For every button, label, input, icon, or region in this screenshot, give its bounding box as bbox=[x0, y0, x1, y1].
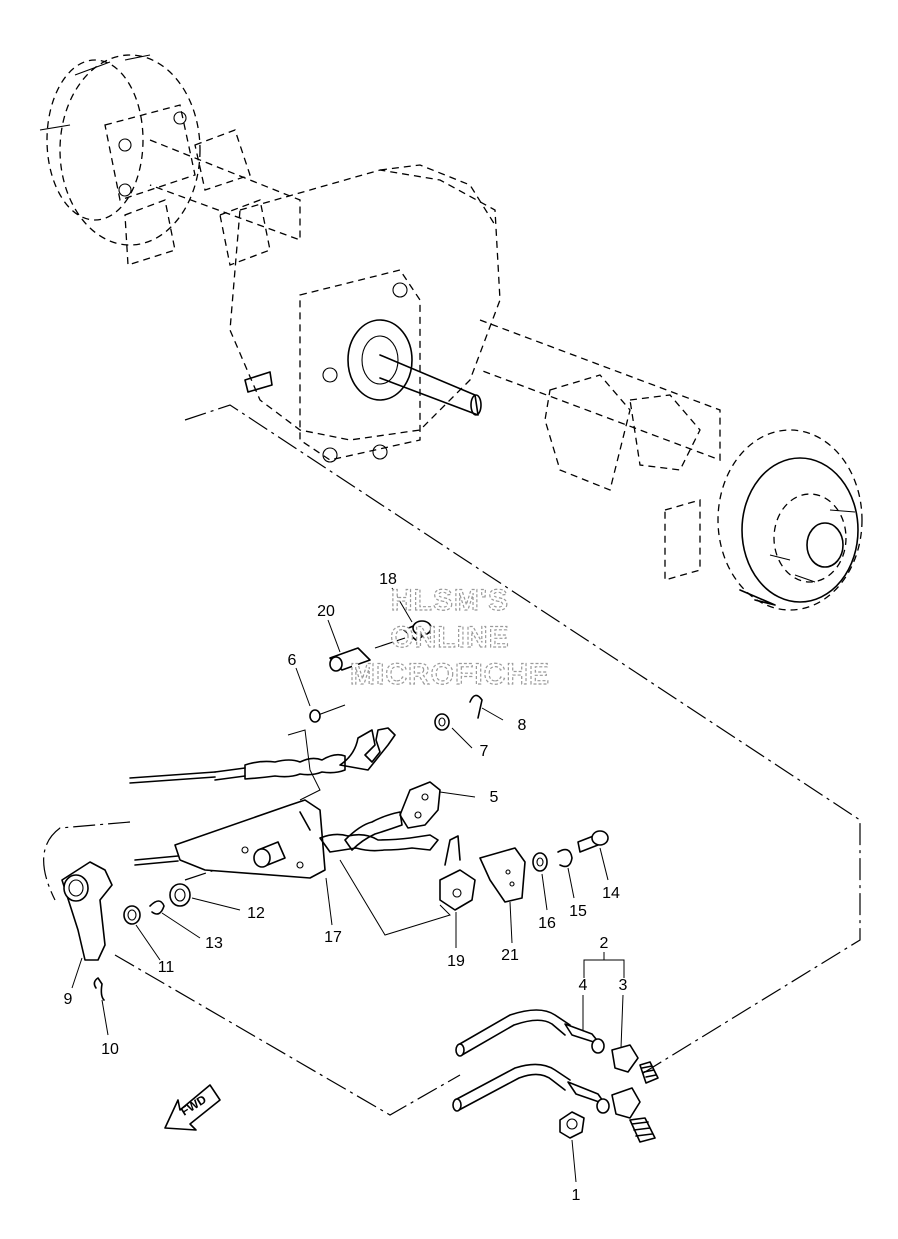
leader-lines bbox=[71, 587, 625, 1183]
part-15-lock-washer bbox=[557, 848, 573, 868]
part-10-clip bbox=[93, 977, 105, 1001]
reference-lines bbox=[43, 404, 861, 1116]
part-7-washer bbox=[434, 713, 450, 731]
right-axle-tube bbox=[479, 319, 721, 461]
callout-labels: 1 2 3 4 5 6 7 8 9 10 11 12 13 14 15 16 1… bbox=[64, 571, 628, 1204]
part-13-circlip bbox=[149, 900, 165, 915]
callout-16: 16 bbox=[538, 915, 556, 932]
upper-shift-cable bbox=[214, 767, 246, 781]
callout-8: 8 bbox=[518, 717, 527, 734]
part-5-plate bbox=[399, 781, 441, 829]
callout-12: 12 bbox=[247, 905, 265, 922]
callout-2: 2 bbox=[600, 935, 609, 952]
right-brake-drum bbox=[717, 429, 863, 611]
part-3-cable-end bbox=[611, 1044, 639, 1073]
cable-assembly bbox=[452, 1009, 659, 1143]
callout-20: 20 bbox=[317, 603, 335, 620]
watermark: HLSM'S ONLINE MICROFICHE bbox=[349, 583, 550, 691]
part-6-bolt bbox=[309, 709, 321, 723]
part-16-washer bbox=[532, 852, 548, 872]
left-drum-face bbox=[46, 59, 144, 221]
callout-7: 7 bbox=[480, 743, 489, 760]
callout-17: 17 bbox=[324, 929, 342, 946]
input-shaft bbox=[379, 354, 479, 416]
watermark-line-1: HLSM'S bbox=[391, 584, 509, 617]
callout-9: 9 bbox=[64, 991, 73, 1008]
watermark-line-2: ONLINE bbox=[390, 621, 509, 654]
upper-shift-lever bbox=[339, 727, 396, 771]
callout-13: 13 bbox=[205, 935, 223, 952]
part-21-bracket bbox=[479, 847, 526, 903]
rear-axle-assembly bbox=[39, 54, 863, 611]
shift-linkage bbox=[61, 620, 609, 1001]
part-12-washer bbox=[169, 883, 191, 907]
callout-21: 21 bbox=[501, 947, 519, 964]
callout-1: 1 bbox=[572, 1187, 581, 1204]
differential-housing bbox=[229, 169, 501, 441]
output-shaft-boss bbox=[347, 319, 413, 401]
part-11-washer bbox=[123, 905, 141, 925]
right-drum-face bbox=[741, 457, 859, 603]
gear-case-cover bbox=[299, 269, 421, 461]
callout-5: 5 bbox=[490, 789, 499, 806]
callout-18: 18 bbox=[379, 571, 397, 588]
lower-shift-lever bbox=[319, 833, 439, 853]
part-1-nut bbox=[559, 1111, 585, 1139]
callout-10: 10 bbox=[101, 1041, 119, 1058]
left-backing-plate bbox=[104, 104, 196, 201]
part-17-bracket bbox=[174, 799, 326, 879]
callout-19: 19 bbox=[447, 953, 465, 970]
part-4-cable-upper bbox=[457, 1009, 571, 1046]
callout-6: 6 bbox=[288, 652, 297, 669]
right-hub bbox=[806, 522, 844, 568]
callout-14: 14 bbox=[602, 885, 620, 902]
part-8-cotter-pin bbox=[469, 694, 483, 719]
callout-11: 11 bbox=[158, 959, 175, 976]
callout-15: 15 bbox=[569, 903, 587, 920]
watermark-line-3: MICROFICHE bbox=[350, 658, 550, 691]
left-brake-drum bbox=[59, 54, 201, 246]
callout-3: 3 bbox=[619, 977, 628, 994]
fwd-arrow-icon: FWD bbox=[164, 1084, 221, 1131]
part-19-bushing bbox=[439, 869, 476, 911]
callout-4: 4 bbox=[579, 977, 588, 994]
cable-lower bbox=[454, 1063, 571, 1101]
